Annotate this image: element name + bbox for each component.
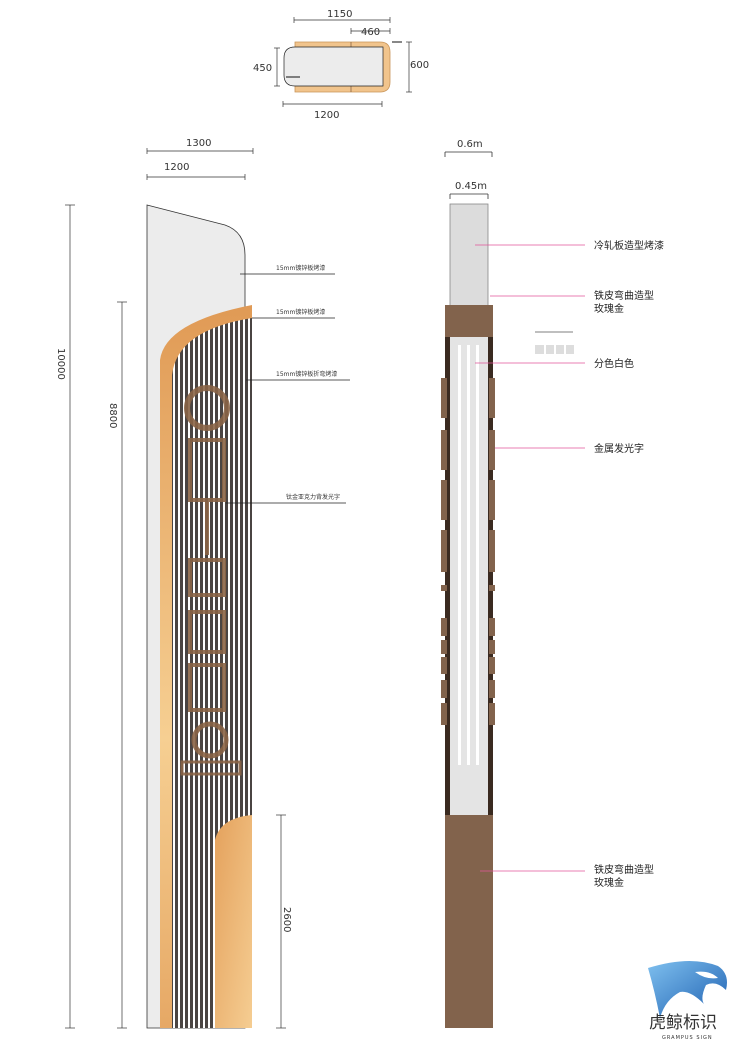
- dim-0-6m: 0.6m: [457, 139, 483, 150]
- dim-0-45m: 0.45m: [455, 181, 487, 192]
- whale-icon: [648, 960, 727, 1018]
- callout-side-1: 15mm镀锌板烤漆: [276, 264, 325, 272]
- dim-1200: 1200: [314, 110, 339, 121]
- callout-side-2: 15mm镀锌板烤漆: [276, 308, 325, 316]
- dim-2600: 2600: [281, 907, 292, 932]
- gold-base: [215, 815, 252, 1028]
- logo-text-en: GRAMPUS SIGN: [662, 1035, 713, 1041]
- callout-cold-rolled: 冷轧板造型烤漆: [594, 239, 664, 252]
- dim-460: 460: [361, 27, 380, 38]
- side-tabs: [441, 378, 495, 725]
- front-elevation: 0.6m 0.45m: [441, 139, 664, 1028]
- dim-600: 600: [410, 60, 429, 71]
- side-elevation: 1300 1200 10000 8800 2600 15mm镀锌板烤漆 15mm…: [55, 138, 350, 1029]
- callout-iron-bend-bottom: 铁皮弯曲造型玫瑰金: [594, 863, 654, 889]
- callout-side-4: 钛金亚克力背发光字: [286, 493, 340, 501]
- callout-white: 分色白色: [594, 357, 634, 370]
- dim-10000: 10000: [55, 348, 66, 380]
- mini-plan-icon: [535, 331, 574, 354]
- logo-text-cn: 虎鲸标识: [649, 1013, 717, 1033]
- callout-metal-letters: 金属发光字: [594, 442, 644, 455]
- sign-lettering: [180, 385, 242, 776]
- callout-iron-bend-top: 铁皮弯曲造型玫瑰金: [594, 289, 654, 315]
- grampus-logo: 虎鲸标识 GRAMPUS SIGN: [648, 960, 727, 1041]
- dim-1300: 1300: [186, 138, 211, 149]
- callout-side-3: 15mm镀锌板折弯烤漆: [276, 370, 337, 378]
- dim-450: 450: [253, 63, 272, 74]
- plan-view: 1150 460 450 600 1200: [253, 9, 429, 121]
- dim-1150: 1150: [327, 9, 352, 20]
- dim-1200-side: 1200: [164, 162, 189, 173]
- dim-8800: 8800: [107, 403, 118, 428]
